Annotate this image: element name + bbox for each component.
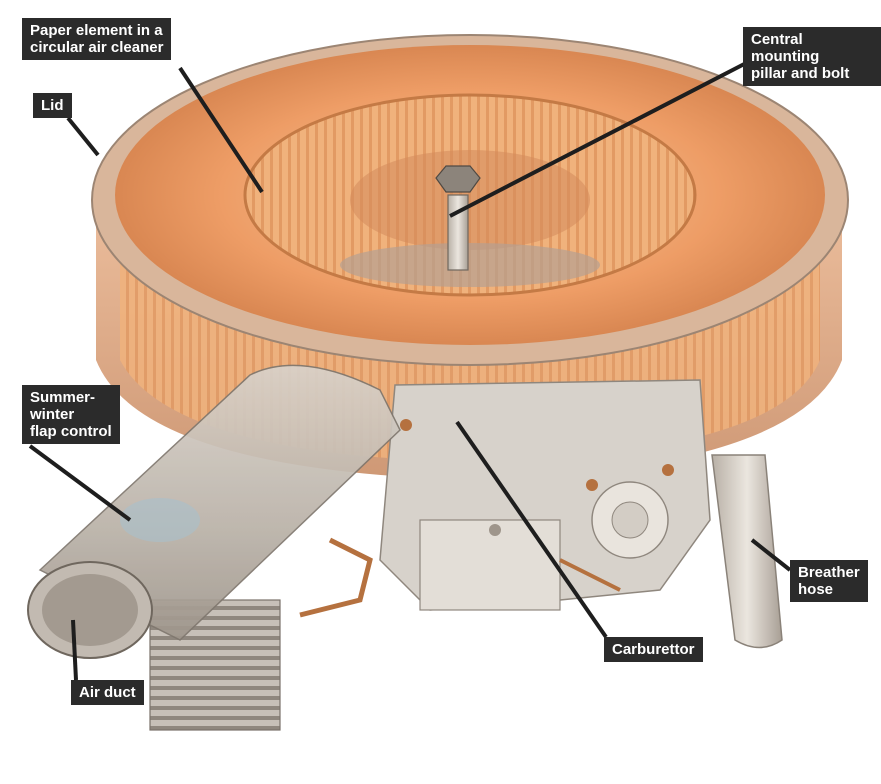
label-flap-control: Summer- winter flap control: [22, 385, 120, 444]
label-lid: Lid: [33, 93, 72, 118]
label-central-pillar: Central mounting pillar and bolt: [743, 27, 881, 86]
breather-hose-shape: [711, 454, 783, 649]
label-breather-hose: Breather hose: [790, 560, 868, 602]
air-duct-shape: [27, 364, 401, 731]
label-paper-element: Paper element in a circular air cleaner: [22, 18, 172, 60]
label-air-duct: Air duct: [71, 680, 144, 705]
label-carburettor: Carburettor: [604, 637, 703, 662]
